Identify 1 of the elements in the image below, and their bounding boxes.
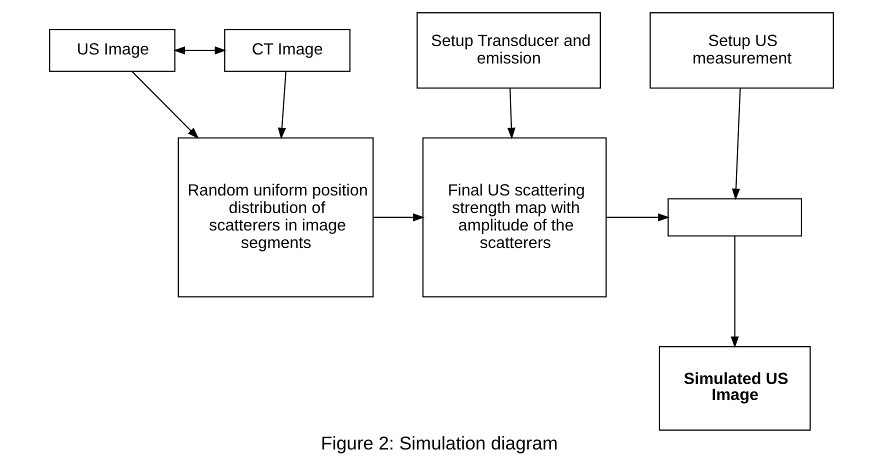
caption: Figure 2: Simulation diagram xyxy=(320,432,558,454)
